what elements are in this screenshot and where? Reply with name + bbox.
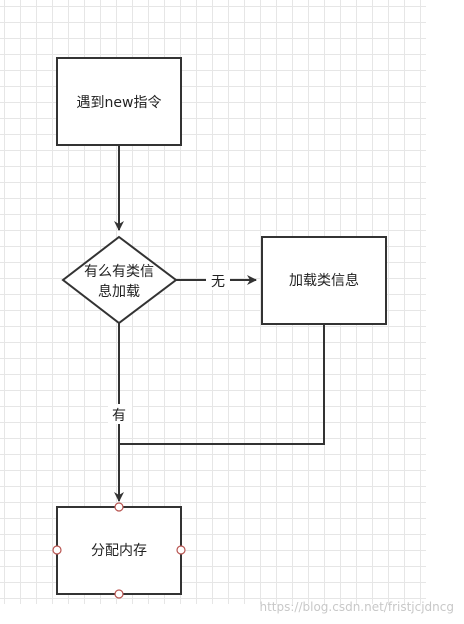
connection-handle-right[interactable] — [176, 545, 186, 555]
connection-handle-left[interactable] — [52, 545, 62, 555]
node-decision[interactable]: 有么有类信 息加载 — [61, 235, 178, 325]
node-decision-label-line2: 息加载 — [98, 283, 140, 300]
node-start[interactable]: 遇到new指令 — [56, 57, 182, 146]
node-start-label: 遇到new指令 — [77, 95, 162, 111]
edge-load-to-merge — [119, 324, 325, 445]
edge-no-label-bg — [206, 270, 230, 290]
node-load-class-info[interactable]: 加载类信息 — [261, 236, 387, 325]
node-load-label: 加载类信息 — [289, 272, 359, 289]
node-allocate-memory[interactable]: 分配内存 — [56, 506, 182, 595]
connection-handle-top[interactable] — [114, 502, 124, 512]
edge-no-label: 无 — [211, 274, 225, 290]
edge-yes-label: 有 — [112, 408, 126, 424]
connection-handle-bottom[interactable] — [114, 589, 124, 599]
watermark: https://blog.csdn.net/fristjcjdncg — [259, 600, 454, 614]
node-decision-label-line1: 有么有类信 — [84, 264, 154, 280]
node-alloc-label: 分配内存 — [91, 543, 147, 559]
edge-yes-label-bg — [108, 404, 132, 424]
